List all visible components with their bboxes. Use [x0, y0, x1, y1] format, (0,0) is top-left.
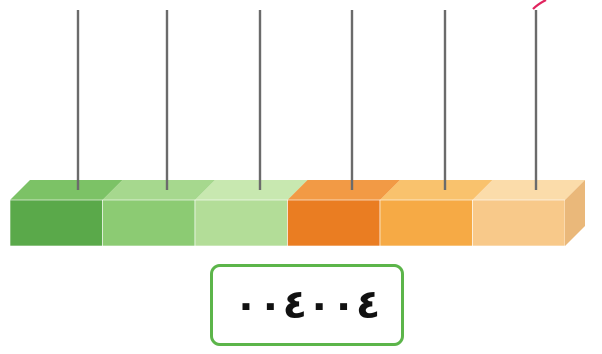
- number-value: ٤٠٠٤٠٠: [233, 282, 381, 328]
- block-front-5: [379, 199, 473, 247]
- block-top-2: [102, 180, 215, 200]
- block-top-6: [472, 180, 585, 200]
- block-top-4: [287, 180, 400, 200]
- block-front-2: [102, 199, 196, 247]
- red-mark-icon: [532, 0, 547, 10]
- abacus-rods: [76, 10, 538, 190]
- block-front-4: [287, 199, 381, 247]
- number-box: ٤٠٠٤٠٠: [210, 264, 404, 346]
- block-front-1: [9, 199, 103, 247]
- abacus-diagram: [9, 0, 585, 247]
- block-top-5: [380, 180, 493, 200]
- block-side: [565, 180, 585, 246]
- place-value-blocks: [9, 180, 585, 247]
- block-top-3: [195, 180, 308, 200]
- block-front-3: [194, 199, 288, 247]
- block-top-1: [10, 180, 123, 200]
- block-front-6: [472, 199, 566, 247]
